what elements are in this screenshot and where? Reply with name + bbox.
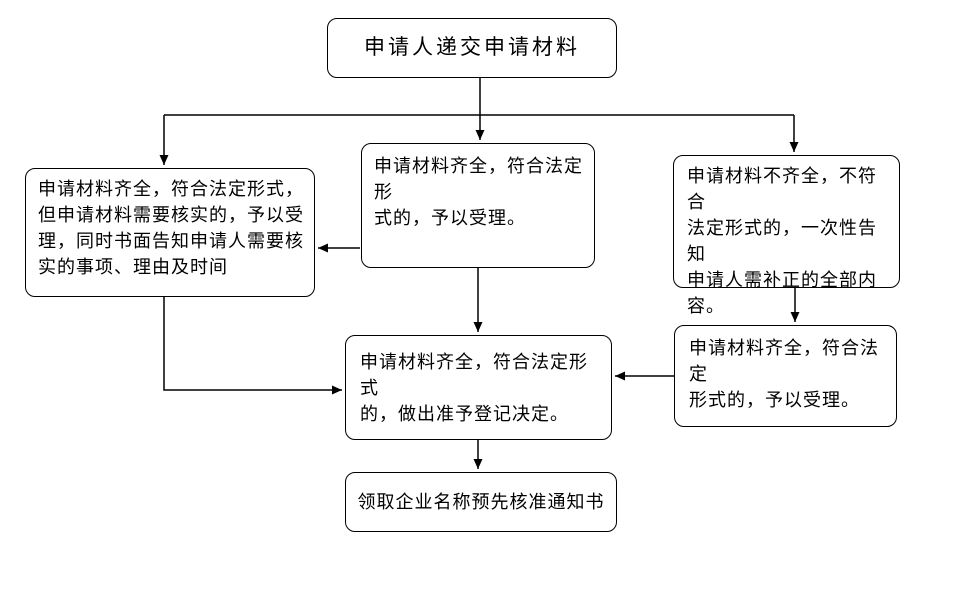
node-accept-after-correction: 申请材料齐全，符合法定 形式的，予以受理。 [674,325,897,427]
node-accept-complete-materials: 申请材料齐全，符合法定形 式的，予以受理。 [361,143,595,268]
node-approve-registration-decision: 申请材料齐全，符合法定形式 的，做出准予登记决定。 [345,335,612,440]
node-accept-with-verification: 申请材料齐全，符合法定形式， 但申请材料需要核实的，予以受 理，同时书面告知申请… [25,168,315,297]
wire-verify-to-approve [163,297,342,395]
node-receive-name-preapproval-notice: 领取企业名称预先核准通知书 [345,472,617,532]
node-submit-application: 申请人递交申请材料 [327,18,617,78]
node-incomplete-notify-corrections: 申请材料不齐全，不符合 法定形式的，一次性告知 申请人需补正的全部内 容。 [673,155,900,316]
